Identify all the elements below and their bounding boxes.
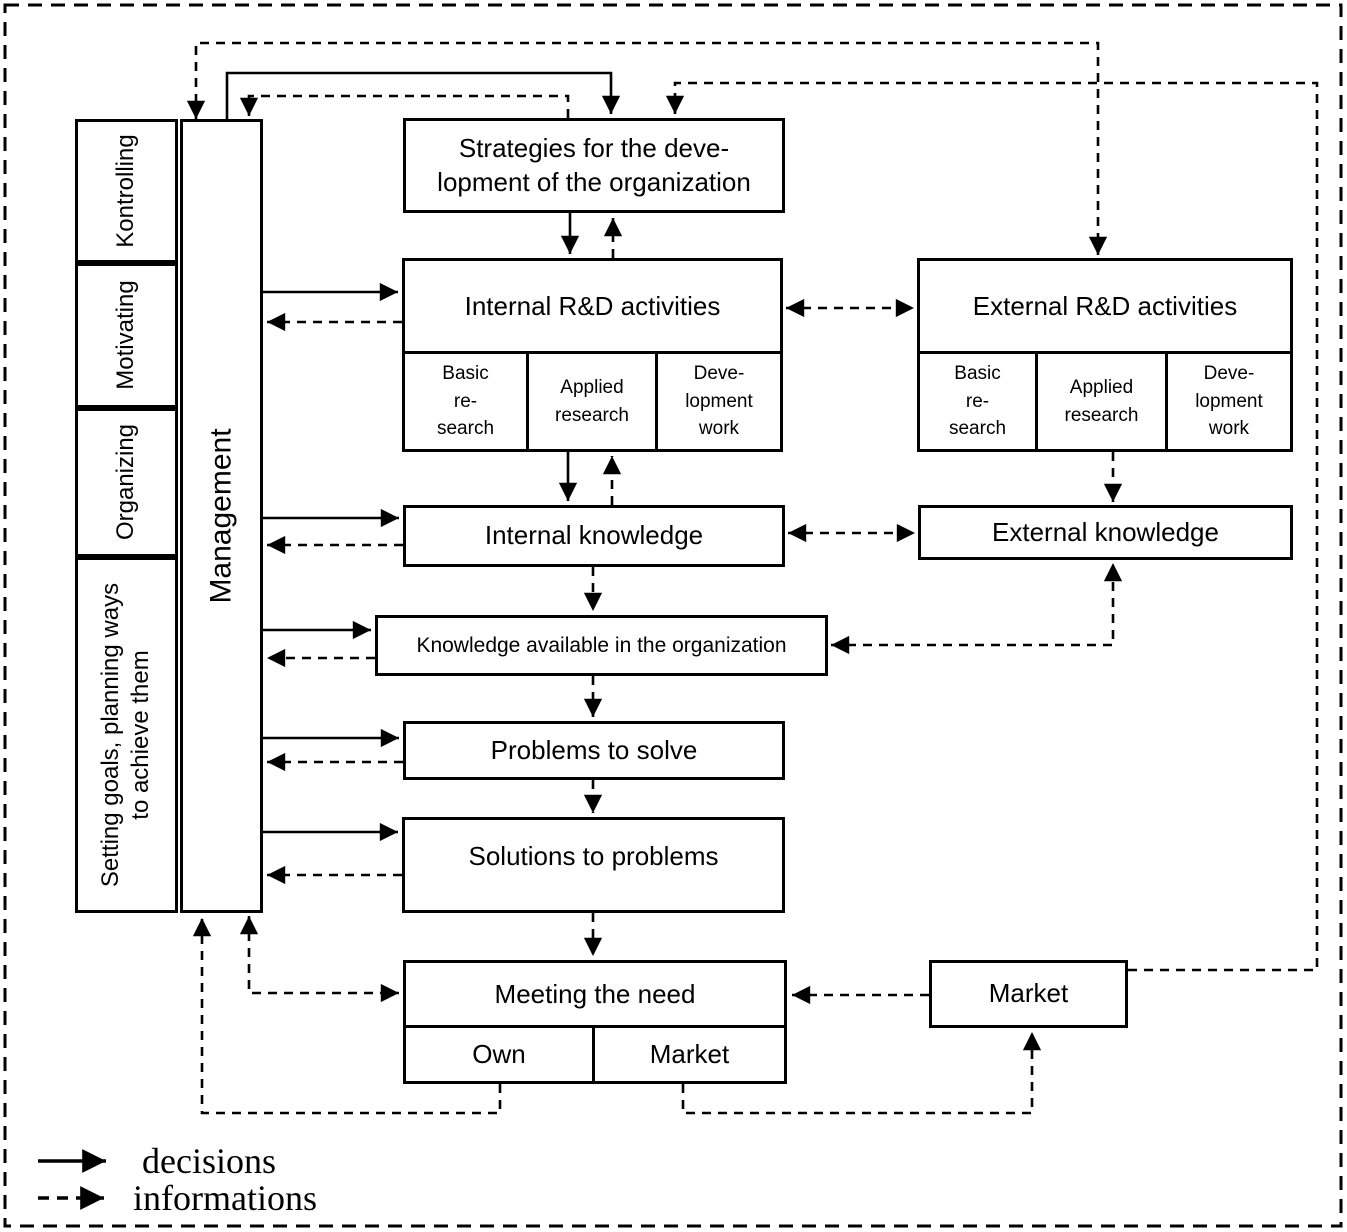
meeting-the-need-box: Meeting the need Own Market xyxy=(403,960,787,1084)
function-box-organizing xyxy=(75,408,178,557)
meeting-market-cell: Market xyxy=(592,1028,784,1081)
internal-knowledge-box: Internal knowledge xyxy=(403,505,785,567)
function-box-motivating xyxy=(75,263,178,408)
function-label-setting-goals: Setting goals, planning ways to achieve … xyxy=(96,583,156,887)
setting-goals-line-1: Setting goals, planning ways xyxy=(97,582,124,888)
external-rd-cell-applied-research: Applied research xyxy=(1035,354,1165,449)
arrow-meeting-own-cell-to-management-info xyxy=(192,917,502,1115)
external-rd-title: External R&D activities xyxy=(972,290,1238,321)
external-rd-box: External R&D activities Basic re- search… xyxy=(917,258,1293,452)
arrow-management-meeting-bidirectional-info xyxy=(239,915,399,1003)
solutions-box: Solutions to problems xyxy=(402,817,785,913)
meeting-own-cell: Own xyxy=(472,1038,526,1069)
management-label: Management xyxy=(204,428,238,604)
function-box-kontrolling xyxy=(75,119,178,263)
internal-rd-cell-basic-research: Basic re- search xyxy=(436,363,495,440)
arrow-knowledge-available-external-knowledge-bidirectional-info xyxy=(830,562,1123,655)
market-box: Market xyxy=(929,960,1128,1028)
arrow-strategies-to-management-info xyxy=(239,94,570,118)
external-knowledge-box: External knowledge xyxy=(918,505,1293,560)
internal-rd-title: Internal R&D activities xyxy=(464,290,721,321)
setting-goals-line-2: to achieve them xyxy=(127,650,154,820)
external-rd-cell-basic-research: Basic re- search xyxy=(948,363,1007,440)
problems-box: Problems to solve xyxy=(403,721,785,780)
management-box xyxy=(180,119,263,913)
knowledge-available-box: Knowledge available in the organization xyxy=(375,615,828,676)
arrow-management-to-strategies-decision xyxy=(225,71,621,119)
legend-informations-label: informations xyxy=(133,1178,317,1218)
function-label-kontrolling: Kontrolling xyxy=(112,134,139,248)
internal-rd-cell-development-work: Deve- lopment work xyxy=(655,354,780,449)
strategies-box: Strategies for the deve- lopment of the … xyxy=(403,118,785,213)
strategies-line-1: Strategies for the deve- xyxy=(458,132,730,163)
legend-decisions-label: decisions xyxy=(142,1141,276,1181)
arrow-management-external-rd-bidirectional-info xyxy=(186,41,1108,255)
arrow-market-to-strategies-loop-info xyxy=(665,81,1319,972)
arrow-meeting-market-cell-to-market-info xyxy=(681,1032,1042,1115)
function-box-setting-goals xyxy=(75,557,178,913)
meeting-the-need-title: Meeting the need xyxy=(494,978,696,1009)
internal-rd-box: Internal R&D activities Basic re- search… xyxy=(402,258,783,452)
function-label-motivating: Motivating xyxy=(112,280,139,390)
strategies-line-2: lopment of the organization xyxy=(437,166,751,197)
function-label-organizing: Organizing xyxy=(112,423,139,541)
external-rd-cell-development-work: Deve- lopment work xyxy=(1165,354,1290,449)
outer-dashed-border xyxy=(3,3,1343,1228)
internal-rd-cell-applied-research: Applied research xyxy=(526,354,655,449)
